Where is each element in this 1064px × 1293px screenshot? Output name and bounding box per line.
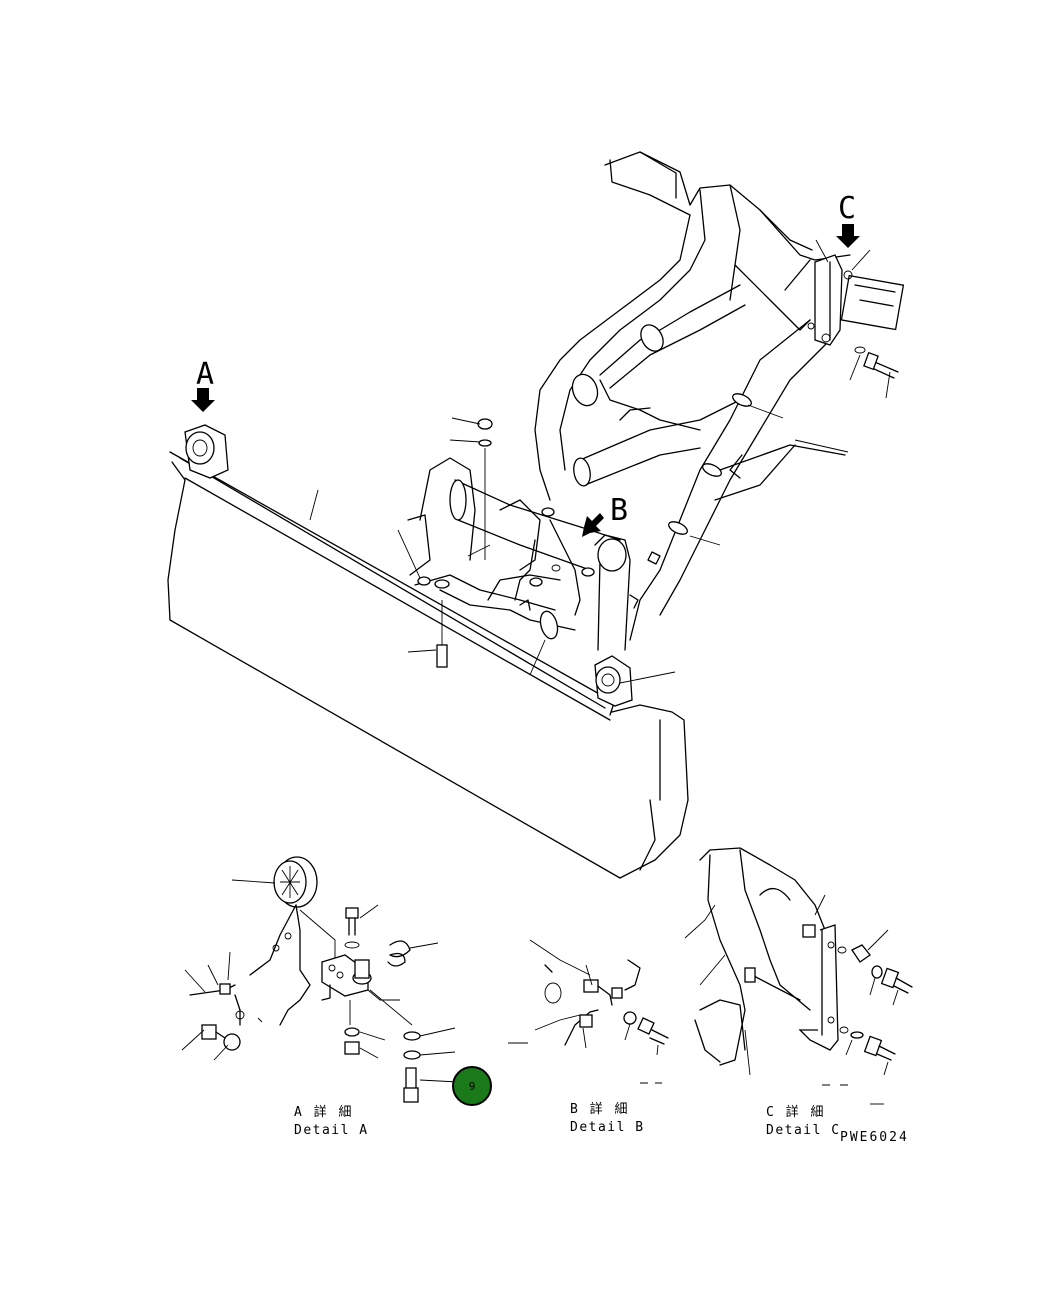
view-label-b: B	[610, 493, 628, 528]
detail-a-en: Detail A	[294, 1123, 369, 1138]
view-arrow-c: C	[836, 191, 860, 248]
center-frame	[407, 418, 631, 668]
detail-c-jp: C 詳 細	[766, 1104, 825, 1120]
view-label-a: A	[196, 357, 214, 392]
view-arrow-b: B	[582, 493, 628, 537]
detail-b-jp: B 詳 細	[570, 1101, 629, 1117]
view-arrow-a: A	[191, 357, 215, 412]
leader-lines	[309, 239, 891, 684]
detail-c-en: Detail C	[766, 1123, 841, 1138]
callout-marker-9[interactable]: 9	[452, 1066, 492, 1106]
detail-a	[181, 856, 459, 1103]
blade	[167, 424, 689, 879]
detail-c-caption: C 詳 細 Detail C	[766, 1104, 841, 1138]
detail-a-jp: A 詳 細	[294, 1104, 353, 1120]
detail-b-en: Detail B	[570, 1120, 645, 1135]
detail-b-caption: B 詳 細 Detail B	[570, 1101, 645, 1135]
view-label-c: C	[838, 191, 856, 226]
main-assembly: A B C	[167, 151, 905, 879]
lift-frame	[534, 151, 905, 641]
detail-a-caption: A 詳 細 Detail A	[294, 1104, 369, 1138]
figure-code: PWE6024	[840, 1130, 909, 1145]
callout-circle[interactable]	[452, 1066, 492, 1106]
callout-label: 9	[469, 1080, 476, 1093]
detail-b	[508, 939, 669, 1084]
detail-c	[684, 847, 913, 1105]
